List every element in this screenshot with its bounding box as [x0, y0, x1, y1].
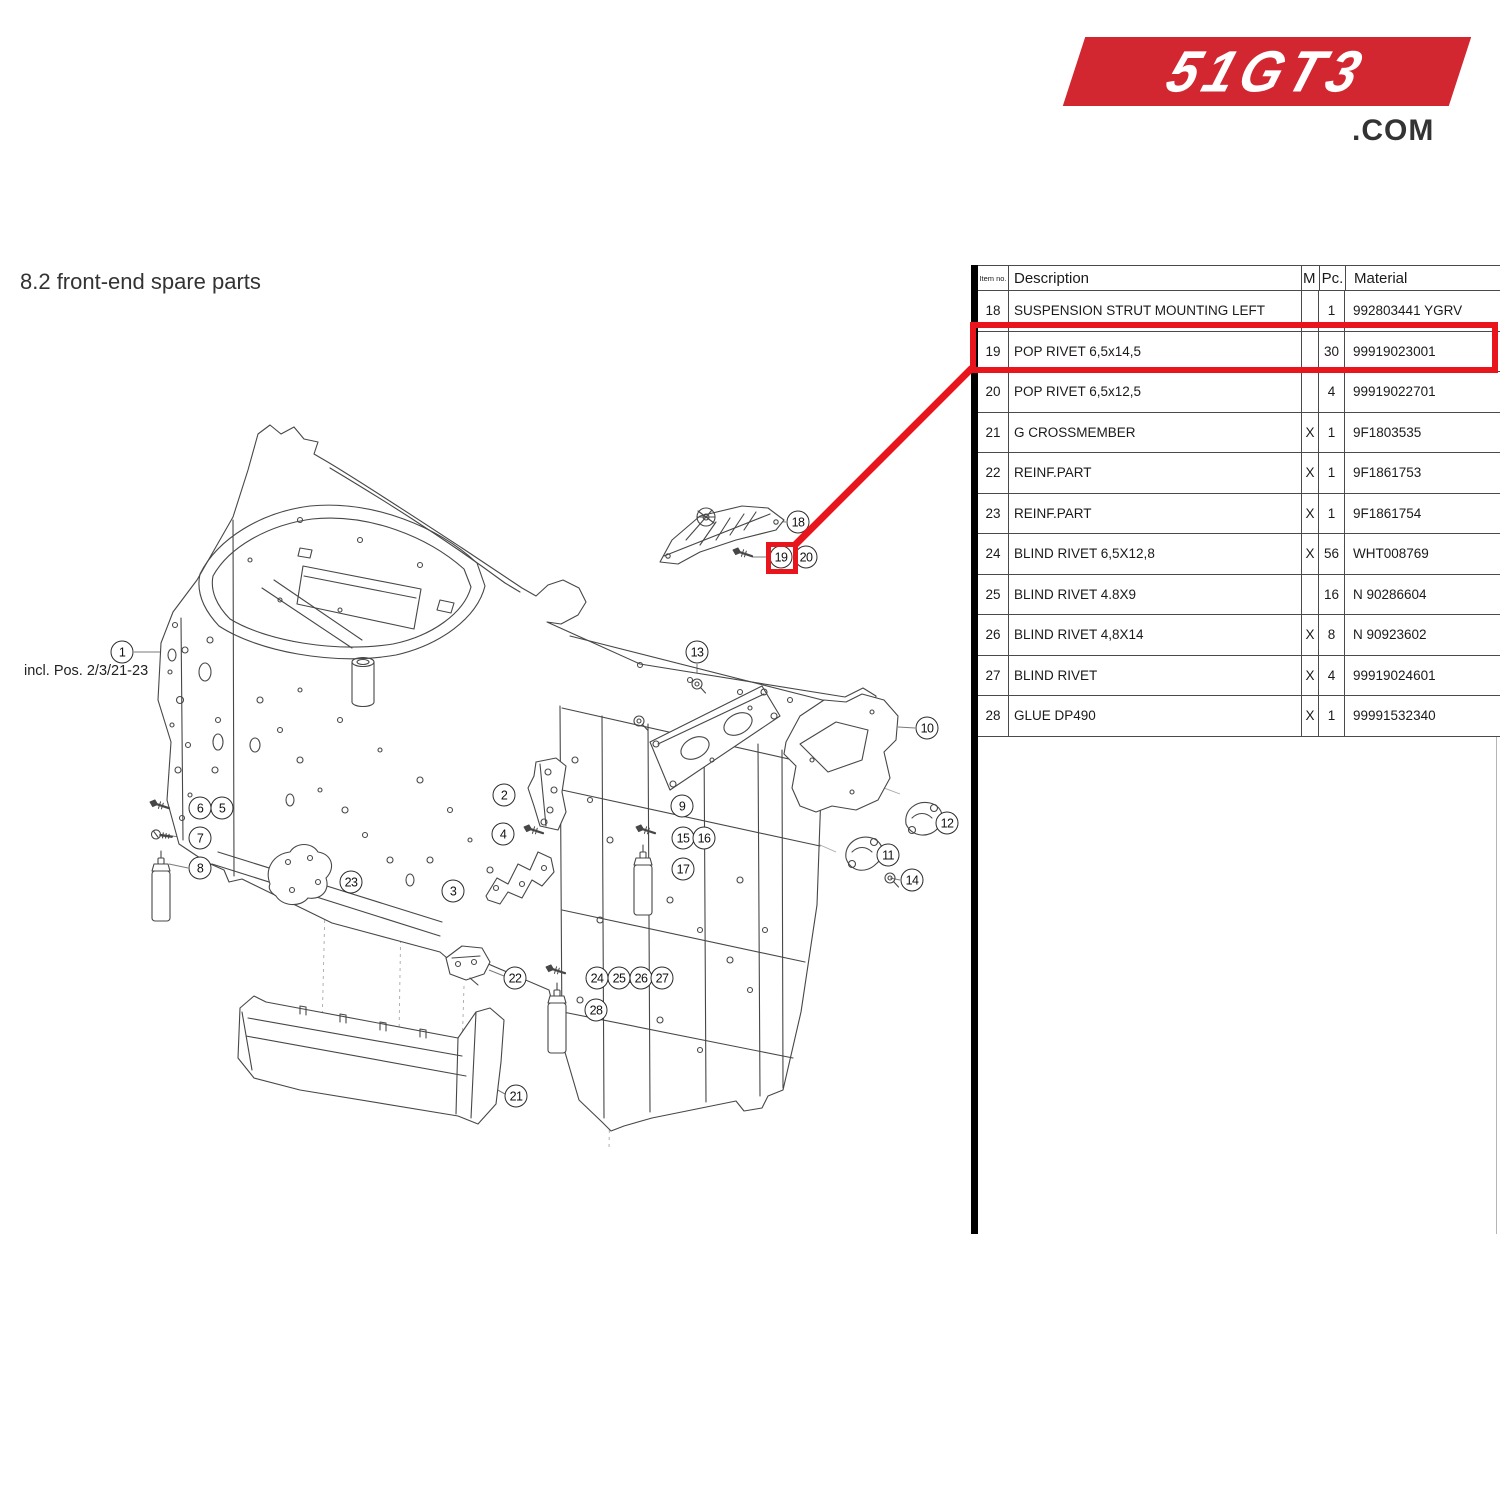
part-reinf-23	[267, 843, 333, 906]
cell-material: 99919023001	[1353, 343, 1436, 359]
part-crossmember-21	[237, 995, 505, 1125]
cell-pc: 1	[1319, 493, 1345, 533]
logo-band: 51GT3	[1062, 37, 1472, 106]
diagram-note-item1: incl. Pos. 2/3/21-23	[24, 663, 149, 679]
cell-m: X	[1302, 412, 1319, 452]
cell-pc: 8	[1319, 615, 1345, 655]
cell-m: X	[1302, 493, 1319, 533]
cell-item-no: 25	[978, 574, 1009, 614]
header-item-no: Item no.	[978, 266, 1009, 290]
part-bracket-2	[527, 757, 567, 831]
cell-description: GLUE DP490	[1009, 696, 1302, 736]
cell-description: SUSPENSION STRUT MOUNTING LEFT	[1009, 291, 1302, 331]
table-right-rule	[1496, 725, 1497, 1234]
cell-item-no: 23	[978, 493, 1009, 533]
cell-m: X	[1302, 534, 1319, 574]
cell-pc: 56	[1319, 534, 1345, 574]
chassis-holes	[167, 516, 823, 1054]
cell-description: G CROSSMEMBER	[1009, 412, 1302, 452]
part-bracket-11	[845, 836, 883, 871]
cell-description: BLIND RIVET 4.8X9	[1009, 574, 1302, 614]
cell-pc: 4	[1319, 372, 1345, 412]
cell-pc: 1	[1319, 412, 1345, 452]
cell-item-no: 26	[978, 615, 1009, 655]
cell-item-no: 21	[978, 412, 1009, 452]
table-left-rule	[971, 265, 978, 1234]
header-pc: Pc.	[1320, 266, 1346, 290]
cell-item-no: 20	[978, 372, 1009, 412]
cell-item-no: 27	[978, 655, 1009, 695]
part-radiator-support-panel	[633, 678, 781, 791]
part-bracket-3	[485, 851, 555, 905]
chassis-front-structure	[157, 424, 877, 1132]
cell-material: N 90923602	[1353, 627, 1427, 643]
cell-description: BLIND RIVET	[1009, 655, 1302, 695]
cell-item-no: 22	[978, 453, 1009, 493]
cell-pc: 1	[1319, 291, 1345, 331]
cell-description: REINF.PART	[1009, 493, 1302, 533]
site-logo[interactable]: 51GT3 .COM	[1052, 26, 1482, 148]
cell-material: 9F1861754	[1353, 505, 1422, 521]
cell-material: N 90286604	[1353, 586, 1427, 602]
cell-item-no: 19	[978, 331, 1009, 371]
cell-m	[1302, 574, 1319, 614]
cell-m: X	[1302, 615, 1319, 655]
cell-description: POP RIVET 6,5x14,5	[1009, 331, 1302, 371]
cell-material: 9F1861753	[1353, 465, 1422, 481]
cell-pc: 4	[1319, 655, 1345, 695]
header-material: Material	[1354, 269, 1408, 287]
cell-description: BLIND RIVET 4,8X14	[1009, 615, 1302, 655]
part-reinforcement-panel	[783, 693, 899, 813]
logo-brand-text: 51GT3	[1158, 39, 1376, 104]
cell-material: 99919024601	[1353, 667, 1436, 683]
glue-tube-8	[151, 850, 171, 922]
cell-description: POP RIVET 6,5x12,5	[1009, 372, 1302, 412]
cell-material: 9F1803535	[1353, 424, 1422, 440]
cell-m	[1302, 372, 1319, 412]
highlight-rect-callout-19	[766, 542, 798, 574]
cell-m	[1302, 291, 1319, 331]
table-header-row: Item no. Description M Pc. Material	[978, 265, 1500, 291]
cell-m: X	[1302, 696, 1319, 736]
cell-description: REINF.PART	[1009, 453, 1302, 493]
cell-pc: 1	[1319, 453, 1345, 493]
cell-material: 99991532340	[1353, 708, 1436, 724]
cell-material: WHT008769	[1353, 546, 1429, 562]
part-suspension-strut-mounting	[659, 505, 785, 565]
cell-item-no: 28	[978, 696, 1009, 736]
cell-pc: 16	[1319, 574, 1345, 614]
logo-tld-text: .COM	[1352, 114, 1435, 147]
part-bracket-12	[905, 801, 943, 836]
part-bracket-22	[445, 945, 491, 986]
cell-description: BLIND RIVET 6,5X12,8	[1009, 534, 1302, 574]
rivet-icon-19	[730, 545, 755, 561]
highlight-rect-table-row-19	[970, 322, 1498, 373]
cell-m	[1302, 331, 1319, 371]
cell-pc: 1	[1319, 696, 1345, 736]
header-m: M	[1302, 266, 1320, 290]
cell-item-no: 24	[978, 534, 1009, 574]
cell-m: X	[1302, 453, 1319, 493]
part-screw-14	[884, 872, 900, 888]
screw-icon-7	[149, 828, 174, 843]
cell-material: 99919022701	[1353, 384, 1436, 400]
header-description: Description	[1009, 266, 1302, 290]
cell-material: 992803441 YGRV	[1353, 303, 1463, 319]
cell-pc: 30	[1319, 331, 1345, 371]
page-title: 8.2 front-end spare parts	[20, 269, 261, 294]
cell-item-no: 18	[978, 291, 1009, 331]
cell-m: X	[1302, 655, 1319, 695]
